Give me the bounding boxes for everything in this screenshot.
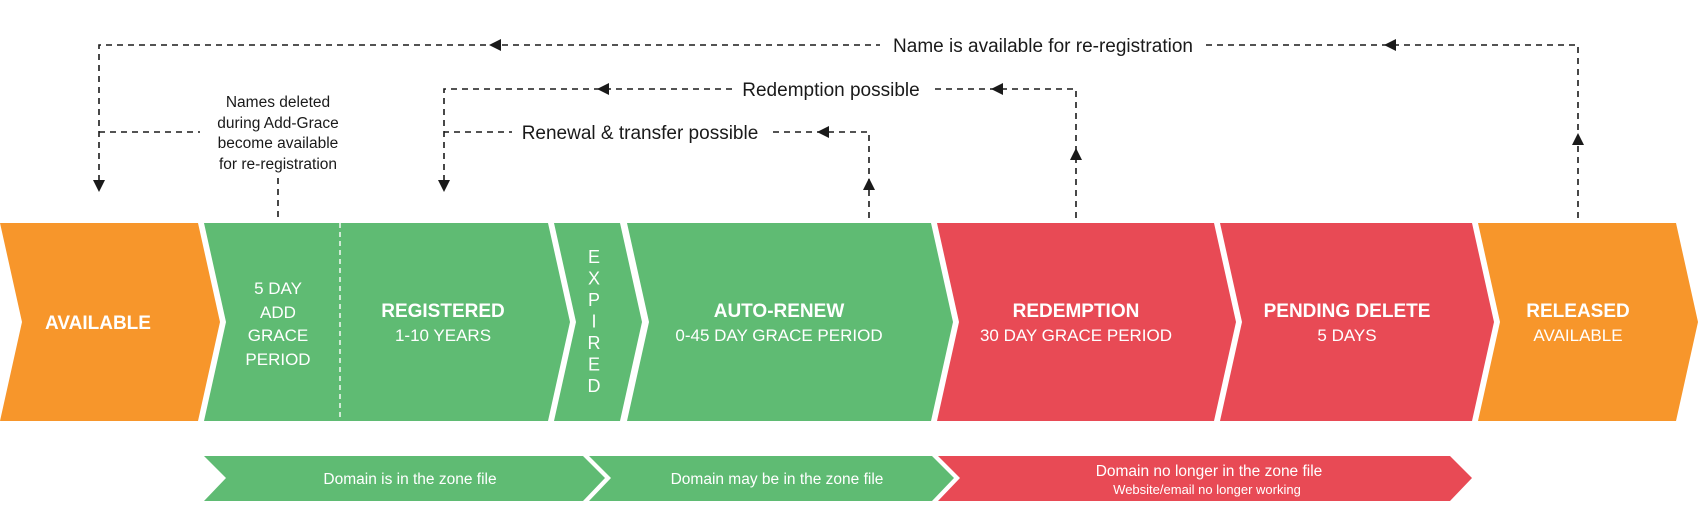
note-line-3: become available — [218, 135, 339, 152]
add-grace-note: Names deleted during Add-Grace become av… — [99, 94, 339, 220]
stage-auto-renew-title: AUTO-RENEW — [714, 301, 845, 322]
stage-pending-delete-subtitle: 5 DAYS — [1317, 326, 1376, 345]
arrow-left-icon — [991, 83, 1003, 95]
stage-released-subtitle: AVAILABLE — [1533, 326, 1622, 345]
arrow-down-icon — [438, 180, 450, 192]
connector-renewal-label: Renewal & transfer possible — [522, 123, 759, 144]
zone-in-label: Domain is in the zone file — [323, 471, 496, 488]
expired-letter: E — [588, 355, 600, 375]
zone-none-label: Domain no longer in the zone file — [1096, 463, 1323, 480]
stage-released-block — [1478, 223, 1698, 421]
note-line-2: during Add-Grace — [217, 115, 339, 132]
connector-label-bg — [732, 74, 930, 104]
stage-pending-delete-title: PENDING DELETE — [1264, 301, 1431, 322]
note-line-1: Names deleted — [226, 94, 330, 111]
stage-registered-subtitle: 1-10 YEARS — [395, 326, 491, 345]
stage-auto-renew-block — [627, 223, 953, 421]
arrow-up-icon — [1572, 133, 1584, 145]
stage-auto-renew-subtitle: 0-45 DAY GRACE PERIOD — [675, 326, 882, 345]
stage-available-block — [0, 223, 220, 421]
stage-pending-delete-block — [1220, 223, 1494, 421]
arrow-left-icon — [597, 83, 609, 95]
stage-registered-title: REGISTERED — [381, 301, 505, 322]
expired-letter: P — [588, 290, 600, 310]
stage-expired-letters: E X P I R E D — [588, 247, 601, 396]
connector-redemption: Redemption possible — [438, 74, 1082, 218]
zone-maybe-banner — [589, 456, 954, 501]
arrow-left-icon — [1384, 39, 1396, 51]
zone-in-banner — [204, 456, 605, 501]
stage-add-grace-line-2: ADD — [260, 303, 296, 322]
stage-expired-block — [554, 223, 642, 421]
expired-letter: R — [588, 333, 601, 353]
stage-add-grace-line-1: 5 DAY — [254, 279, 302, 298]
arrow-left-icon — [489, 39, 501, 51]
stage-add-grace-line-4: PERIOD — [245, 350, 310, 369]
expired-letter: E — [588, 247, 600, 267]
stage-redemption-title: REDEMPTION — [1013, 301, 1140, 322]
stage-registered-block — [204, 223, 570, 421]
arrow-left-icon — [817, 126, 829, 138]
arrow-up-icon — [1070, 148, 1082, 160]
zone-maybe-label: Domain may be in the zone file — [671, 471, 884, 488]
arrow-down-icon — [93, 180, 105, 192]
stage-redemption-block — [937, 223, 1236, 421]
connector-label-bg — [880, 30, 1206, 60]
expired-letter: D — [588, 376, 601, 396]
expired-letter: I — [591, 312, 596, 332]
stage-available-title: AVAILABLE — [45, 313, 151, 334]
connector-reregistration: Name is available for re-registration — [93, 30, 1584, 218]
connector-label-bg — [512, 117, 768, 147]
connector-reregistration-label: Name is available for re-registration — [893, 36, 1193, 57]
stage-add-grace-line-3: GRACE — [248, 326, 308, 345]
expired-letter: X — [588, 269, 600, 289]
connector-renewal: Renewal & transfer possible — [444, 117, 875, 218]
arrow-up-icon — [863, 178, 875, 190]
zone-none-sublabel: Website/email no longer working — [1113, 482, 1301, 497]
stage-redemption-subtitle: 30 DAY GRACE PERIOD — [980, 326, 1172, 345]
zone-none-banner — [938, 456, 1472, 501]
note-line-4: for re-registration — [219, 156, 337, 173]
stage-released-title: RELEASED — [1526, 301, 1629, 322]
connector-redemption-label: Redemption possible — [742, 80, 919, 101]
